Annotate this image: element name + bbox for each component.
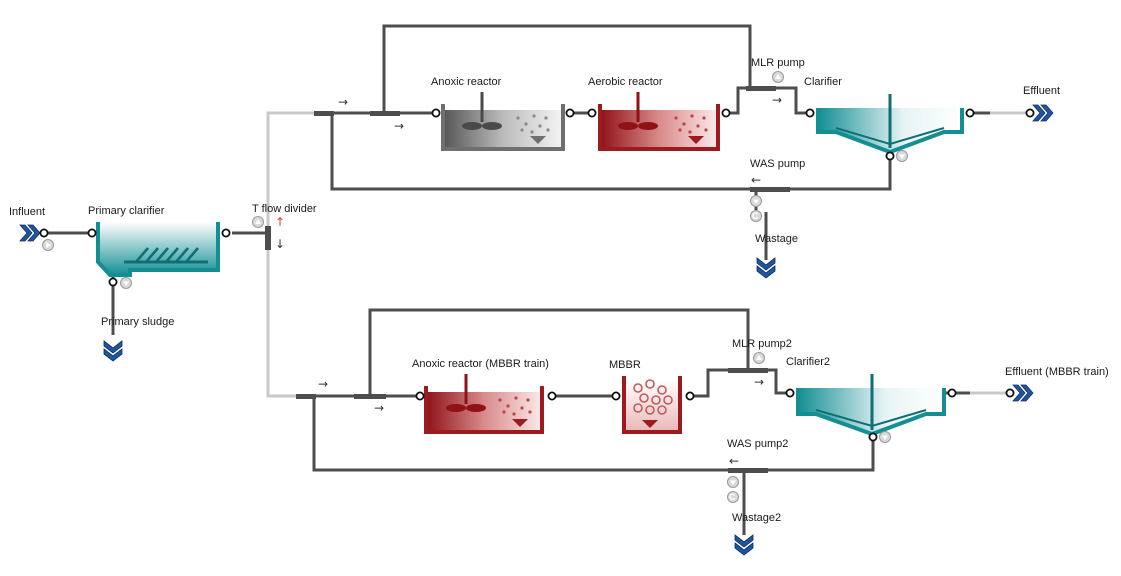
label-aerobic-reactor[interactable]: Aerobic reactor xyxy=(588,76,663,88)
flow-arrow-down: ↓ xyxy=(275,237,286,251)
was-pump2-icon[interactable] xyxy=(727,476,739,488)
clarifier-icon[interactable] xyxy=(816,94,964,155)
pipes xyxy=(44,24,1030,535)
label-effluent[interactable]: Effluent xyxy=(1023,85,1061,97)
flow-arrow-right: → xyxy=(394,119,405,133)
aerobic-reactor-icon[interactable] xyxy=(598,92,720,151)
influent-pump-icon[interactable] xyxy=(42,239,54,251)
label-anoxic-reactor-mbbr[interactable]: Anoxic reactor (MBBR train) xyxy=(412,358,549,370)
label-was-pump[interactable]: WAS pump xyxy=(750,158,806,170)
junctions xyxy=(265,86,790,473)
label-mbbr[interactable]: MBBR xyxy=(609,359,641,371)
was-pump2-c-letter: C xyxy=(729,492,736,502)
label-primary-sludge[interactable]: Primary sludge xyxy=(101,316,175,328)
primary-pump-icon[interactable] xyxy=(120,277,132,289)
label-clarifier[interactable]: Clarifier xyxy=(804,76,842,88)
wastage-node-icon[interactable] xyxy=(756,257,776,279)
label-clarifier2[interactable]: Clarifier2 xyxy=(786,356,831,368)
label-primary-clarifier[interactable]: Primary clarifier xyxy=(88,205,165,217)
flow-arrow-right: → xyxy=(318,377,329,391)
mlr-pump-icon[interactable] xyxy=(772,71,784,83)
flow-arrow-right: → xyxy=(338,95,349,109)
label-influent[interactable]: Influent xyxy=(9,206,46,218)
flow-arrow-up: ↑ xyxy=(275,215,286,229)
clarifier-pump-icon[interactable] xyxy=(896,150,908,162)
label-mlr-pump[interactable]: MLR pump xyxy=(751,57,805,69)
label-t-flow-divider[interactable]: T flow divider xyxy=(252,203,317,215)
label-effluent-mbbr[interactable]: Effluent (MBBR train) xyxy=(1005,366,1109,378)
label-mlr-pump2[interactable]: MLR pump2 xyxy=(732,338,792,350)
mbbr-icon[interactable] xyxy=(622,376,682,434)
clarifier2-icon[interactable] xyxy=(796,374,946,437)
was-pump-c-letter: C xyxy=(752,211,759,221)
flow-arrow-left: ← xyxy=(751,173,762,187)
primary-sludge-node-icon[interactable] xyxy=(103,340,123,362)
influent-node-icon[interactable] xyxy=(19,224,41,242)
flow-arrow-right: → xyxy=(754,375,765,389)
wastage2-node-icon[interactable] xyxy=(734,534,754,556)
anoxic-reactor-mbbr-icon[interactable] xyxy=(424,374,544,434)
effluent-mbbr-node-icon[interactable] xyxy=(1012,384,1034,402)
flow-arrow-right: → xyxy=(374,401,385,415)
label-wastage[interactable]: Wastage xyxy=(755,233,799,245)
anoxic-reactor-icon[interactable] xyxy=(441,92,565,151)
was-pump-icon[interactable] xyxy=(750,195,762,207)
flow-arrow-left: ← xyxy=(729,454,740,468)
flow-arrow-right: → xyxy=(772,93,783,107)
label-wastage2[interactable]: Wastage2 xyxy=(732,512,782,524)
label-anoxic-reactor[interactable]: Anoxic reactor xyxy=(431,76,502,88)
t-divider-pump-icon[interactable] xyxy=(252,216,264,228)
label-was-pump2[interactable]: WAS pump2 xyxy=(727,438,789,450)
was-pump-c-icon[interactable] xyxy=(750,210,762,222)
mlr-pump2-icon[interactable] xyxy=(753,352,765,364)
primary-clarifier-icon[interactable] xyxy=(96,222,220,277)
clarifier2-pump-icon[interactable] xyxy=(879,431,891,443)
effluent-node-icon[interactable] xyxy=(1032,104,1054,122)
was-pump2-c-icon[interactable] xyxy=(727,491,739,503)
